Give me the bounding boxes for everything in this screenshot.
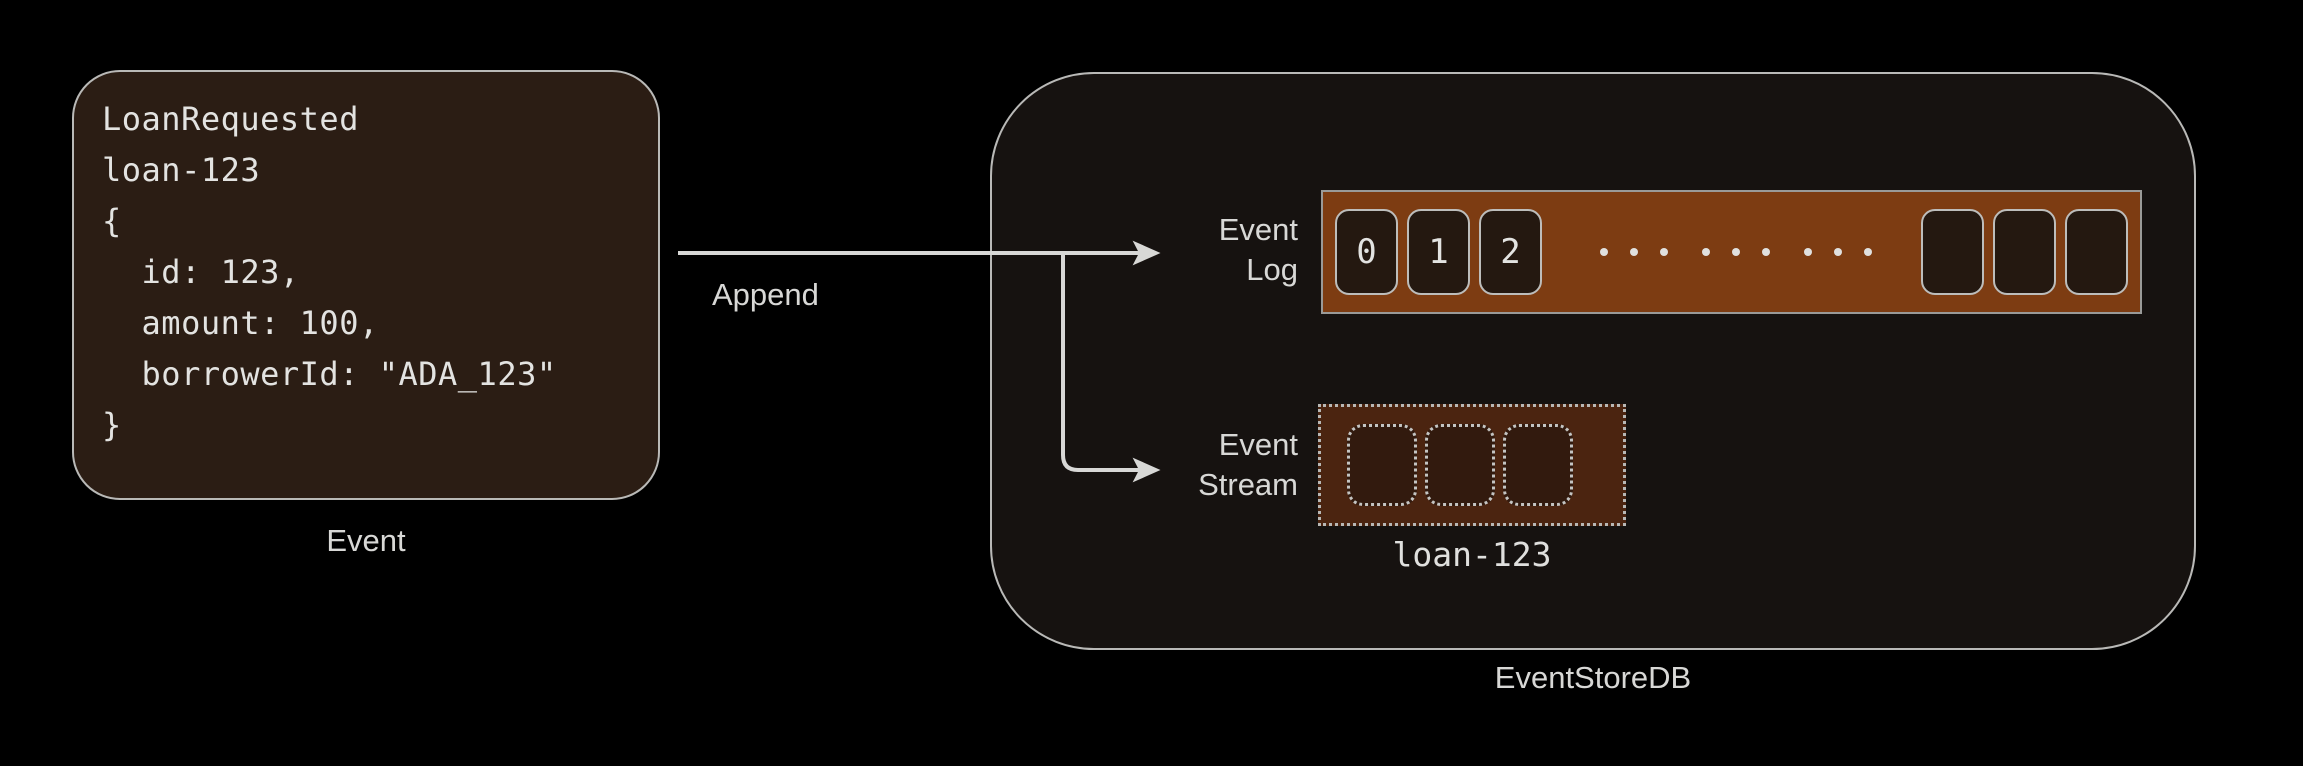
event-stream-caption: loan-123 <box>1392 535 1552 574</box>
event-stream-empty-cell <box>1503 424 1573 506</box>
append-label: Append <box>712 277 819 312</box>
ellipsis-dot <box>1630 248 1638 256</box>
event-log-label-line2: Log <box>1246 252 1298 287</box>
event-log-ellipsis <box>1555 248 1917 256</box>
ellipsis-dot <box>1732 248 1740 256</box>
ellipsis-dot <box>1762 248 1770 256</box>
event-log-label: Event Log <box>1098 210 1298 290</box>
event-stream-empty-cell <box>1347 424 1417 506</box>
event-log-bar: 0 1 2 <box>1321 190 2142 314</box>
event-payload-code: LoanRequested loan-123 { id: 123, amount… <box>102 100 557 444</box>
eventstoredb-container <box>990 72 2196 650</box>
event-log-label-line1: Event <box>1218 212 1298 247</box>
event-log-cell: 2 <box>1479 209 1542 295</box>
ellipsis-dot <box>1660 248 1668 256</box>
event-log-empty-cell <box>1993 209 2056 295</box>
event-stream-box <box>1318 404 1626 526</box>
event-stream-label-line2: Stream <box>1198 467 1298 502</box>
ellipsis-dot <box>1864 248 1872 256</box>
event-log-empty-cell <box>2065 209 2128 295</box>
ellipsis-group <box>1702 248 1770 256</box>
ellipsis-dot <box>1702 248 1710 256</box>
ellipsis-dot <box>1600 248 1608 256</box>
event-stream-label: Event Stream <box>1078 425 1298 505</box>
ellipsis-dot <box>1804 248 1812 256</box>
event-log-empty-cells <box>1921 209 2128 295</box>
eventstoredb-caption: EventStoreDB <box>1494 660 1692 695</box>
event-stream-label-line1: Event <box>1218 427 1298 462</box>
ellipsis-group <box>1600 248 1668 256</box>
ellipsis-group <box>1804 248 1872 256</box>
event-stream-empty-cell <box>1425 424 1495 506</box>
event-card-caption: Event <box>326 523 406 558</box>
ellipsis-dot <box>1834 248 1842 256</box>
event-log-cell: 1 <box>1407 209 1470 295</box>
event-log-empty-cell <box>1921 209 1984 295</box>
event-log-cell: 0 <box>1335 209 1398 295</box>
event-card: LoanRequested loan-123 { id: 123, amount… <box>72 70 660 500</box>
